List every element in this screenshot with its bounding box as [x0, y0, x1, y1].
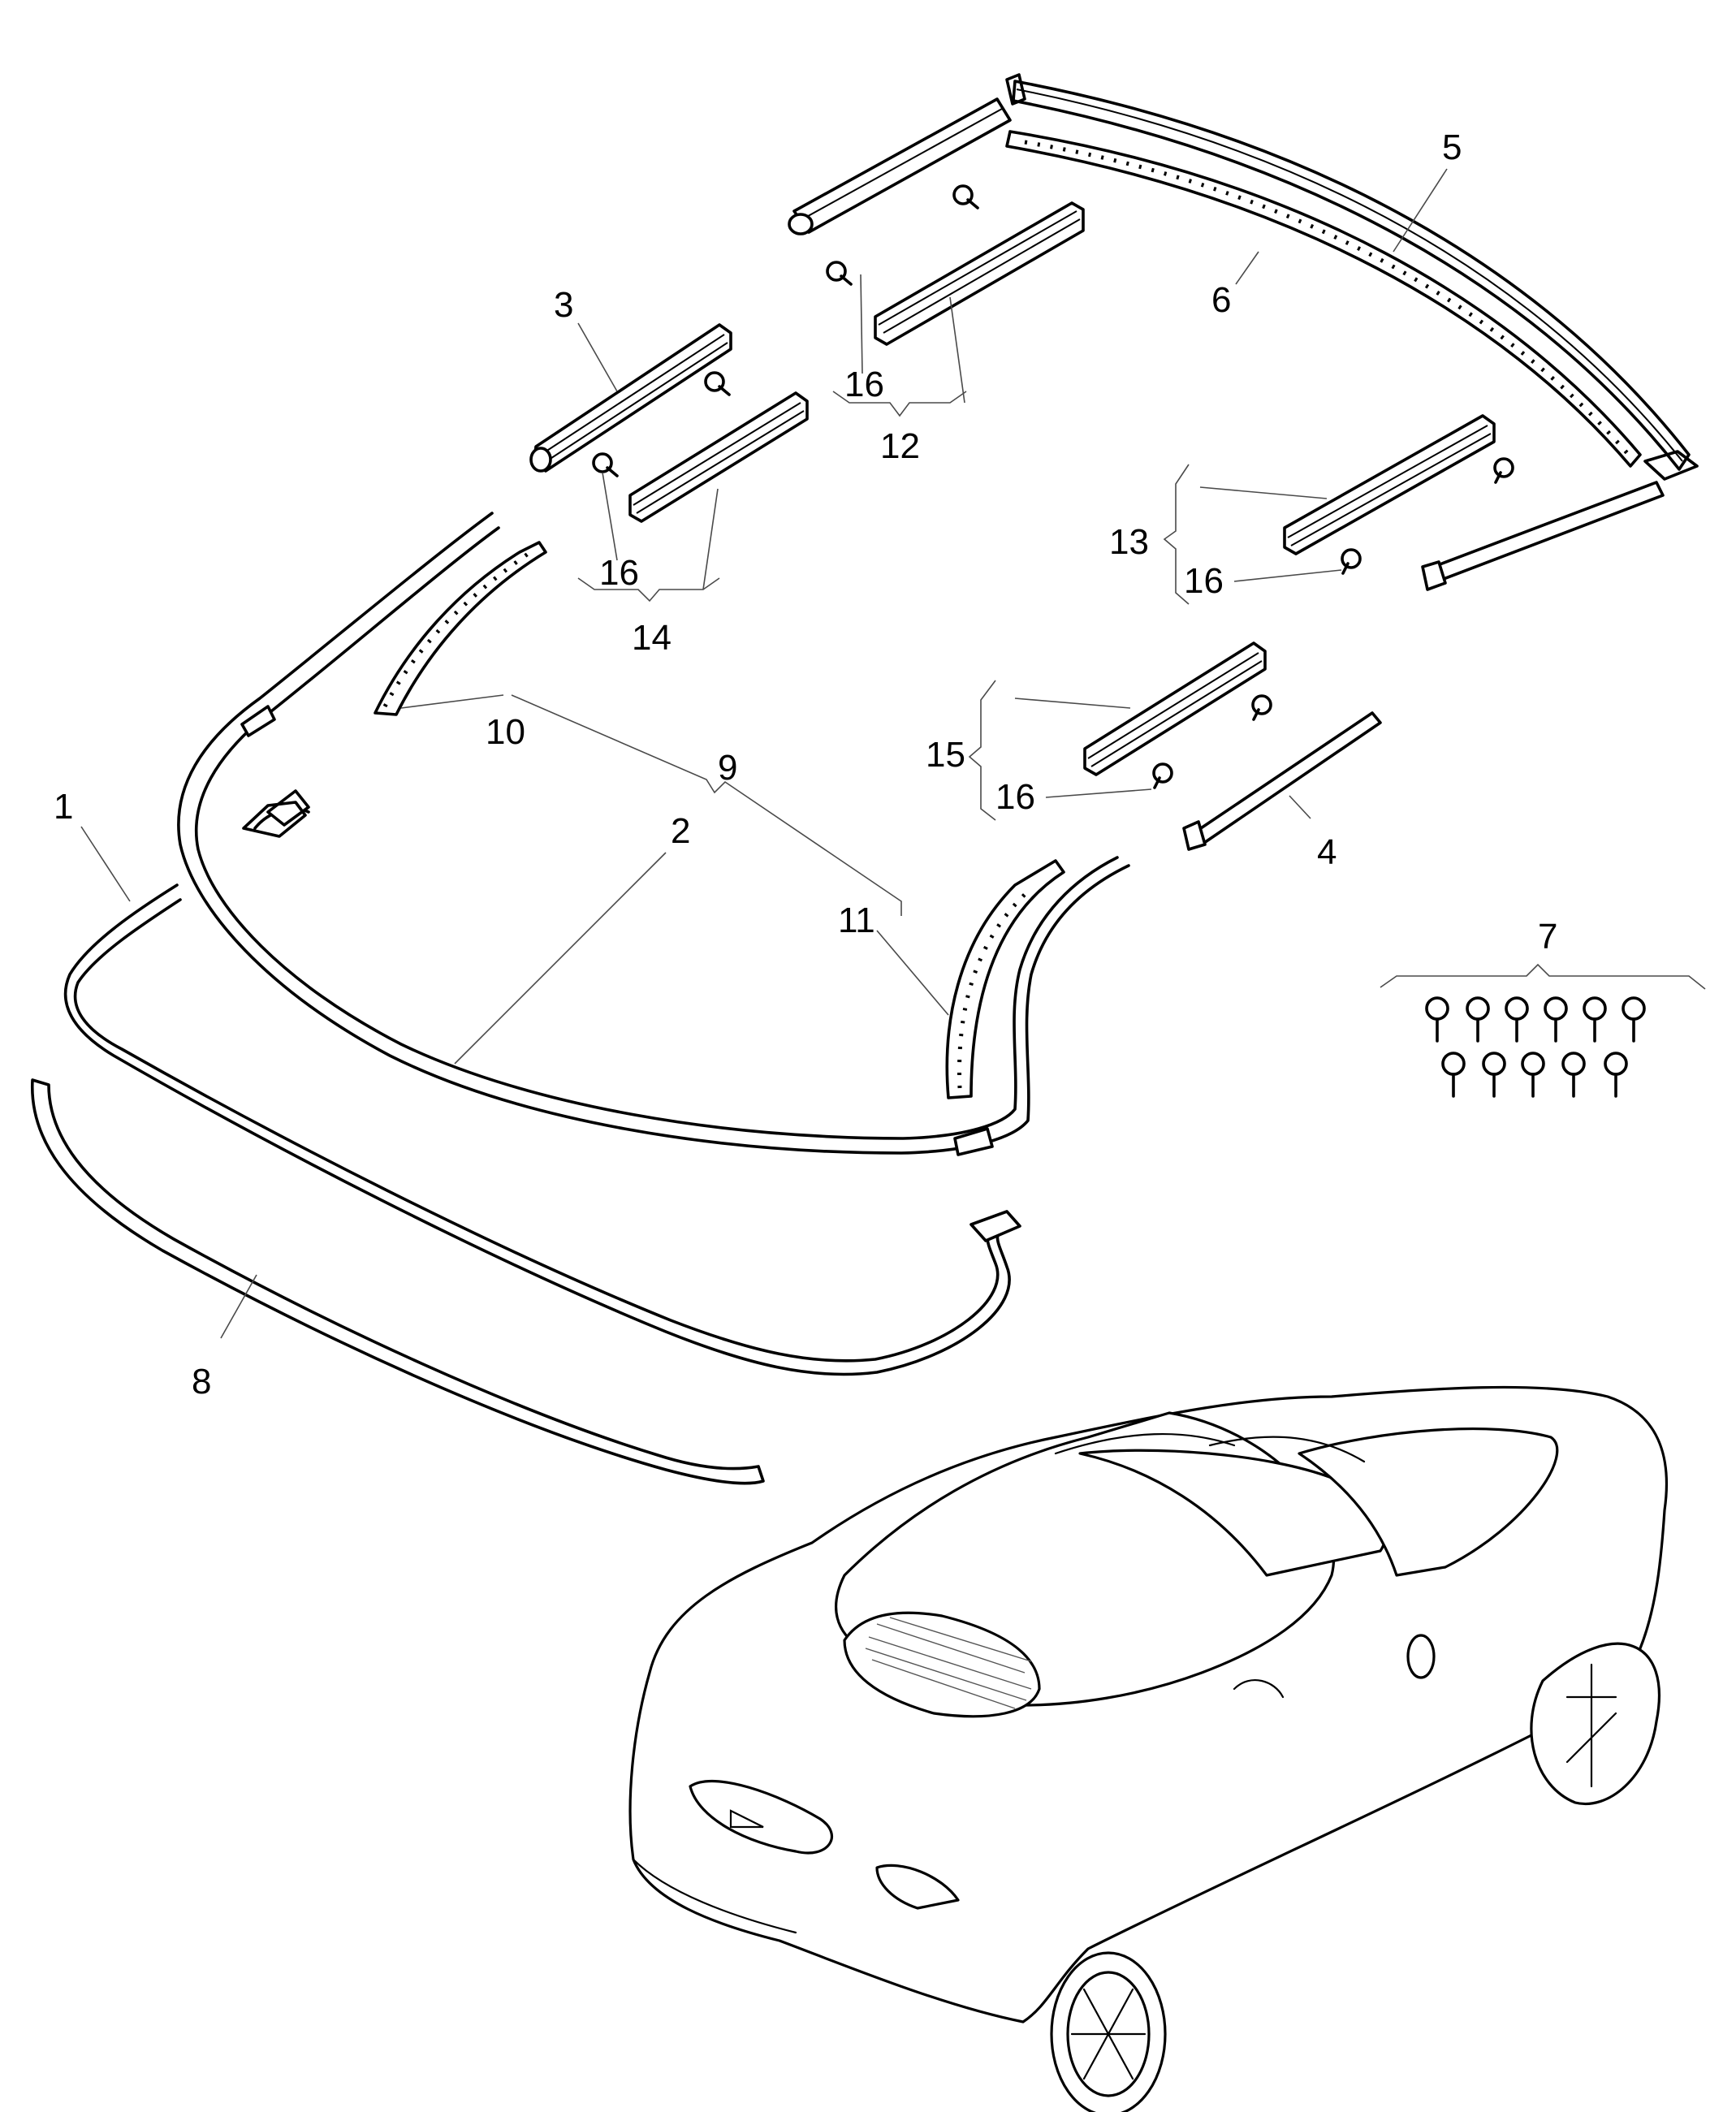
callout-15: 15: [926, 735, 965, 775]
part-12-channel: [826, 184, 1085, 346]
callout-11: 11: [838, 901, 875, 940]
callout-12: 12: [880, 426, 920, 466]
part-4-seal: [1182, 711, 1382, 851]
callout-5: 5: [1442, 127, 1462, 167]
part-13-channel: [1283, 414, 1514, 575]
part-6-header-strip: [1005, 130, 1642, 468]
part-2-inner-seal: [177, 512, 1130, 1156]
callout-16-a: 16: [844, 365, 884, 404]
callout-16-c: 16: [1184, 561, 1224, 601]
right-side-rail: [1421, 481, 1665, 591]
callout-3: 3: [554, 285, 573, 325]
leader-lines: [80, 168, 1448, 1339]
callout-labels: 1 2 3 4 5 6 7 8 9 10 11 12 13 14 15 16 1…: [54, 127, 1557, 1402]
part-3-channel: [529, 323, 732, 473]
part-5-header-seal: [1005, 73, 1699, 481]
callout-16-d: 16: [995, 777, 1035, 817]
callout-14: 14: [632, 618, 672, 658]
rear-window-lines: [865, 1617, 1032, 1709]
part-11-seal: [945, 859, 1065, 1099]
car-illustration: [628, 1385, 1669, 2112]
callout-13: 13: [1109, 522, 1149, 562]
callout-2: 2: [671, 811, 690, 851]
part-14-channel: [592, 391, 809, 523]
part-7-fasteners: [1380, 963, 1706, 1098]
callout-6: 6: [1211, 280, 1231, 320]
callout-10: 10: [486, 712, 525, 752]
callout-1: 1: [54, 787, 73, 827]
part-1-outer-seal: [63, 801, 1021, 1376]
callout-8: 8: [192, 1362, 211, 1402]
front-corner-seal: [788, 97, 1012, 235]
callout-16-b: 16: [599, 553, 639, 593]
part-8-trim-strip: [30, 1078, 765, 1485]
callout-9: 9: [718, 748, 737, 788]
callout-7: 7: [1538, 917, 1557, 957]
callout-4: 4: [1317, 832, 1337, 872]
part-10-seal: [374, 541, 547, 716]
part-15-channel: [1083, 641, 1272, 789]
